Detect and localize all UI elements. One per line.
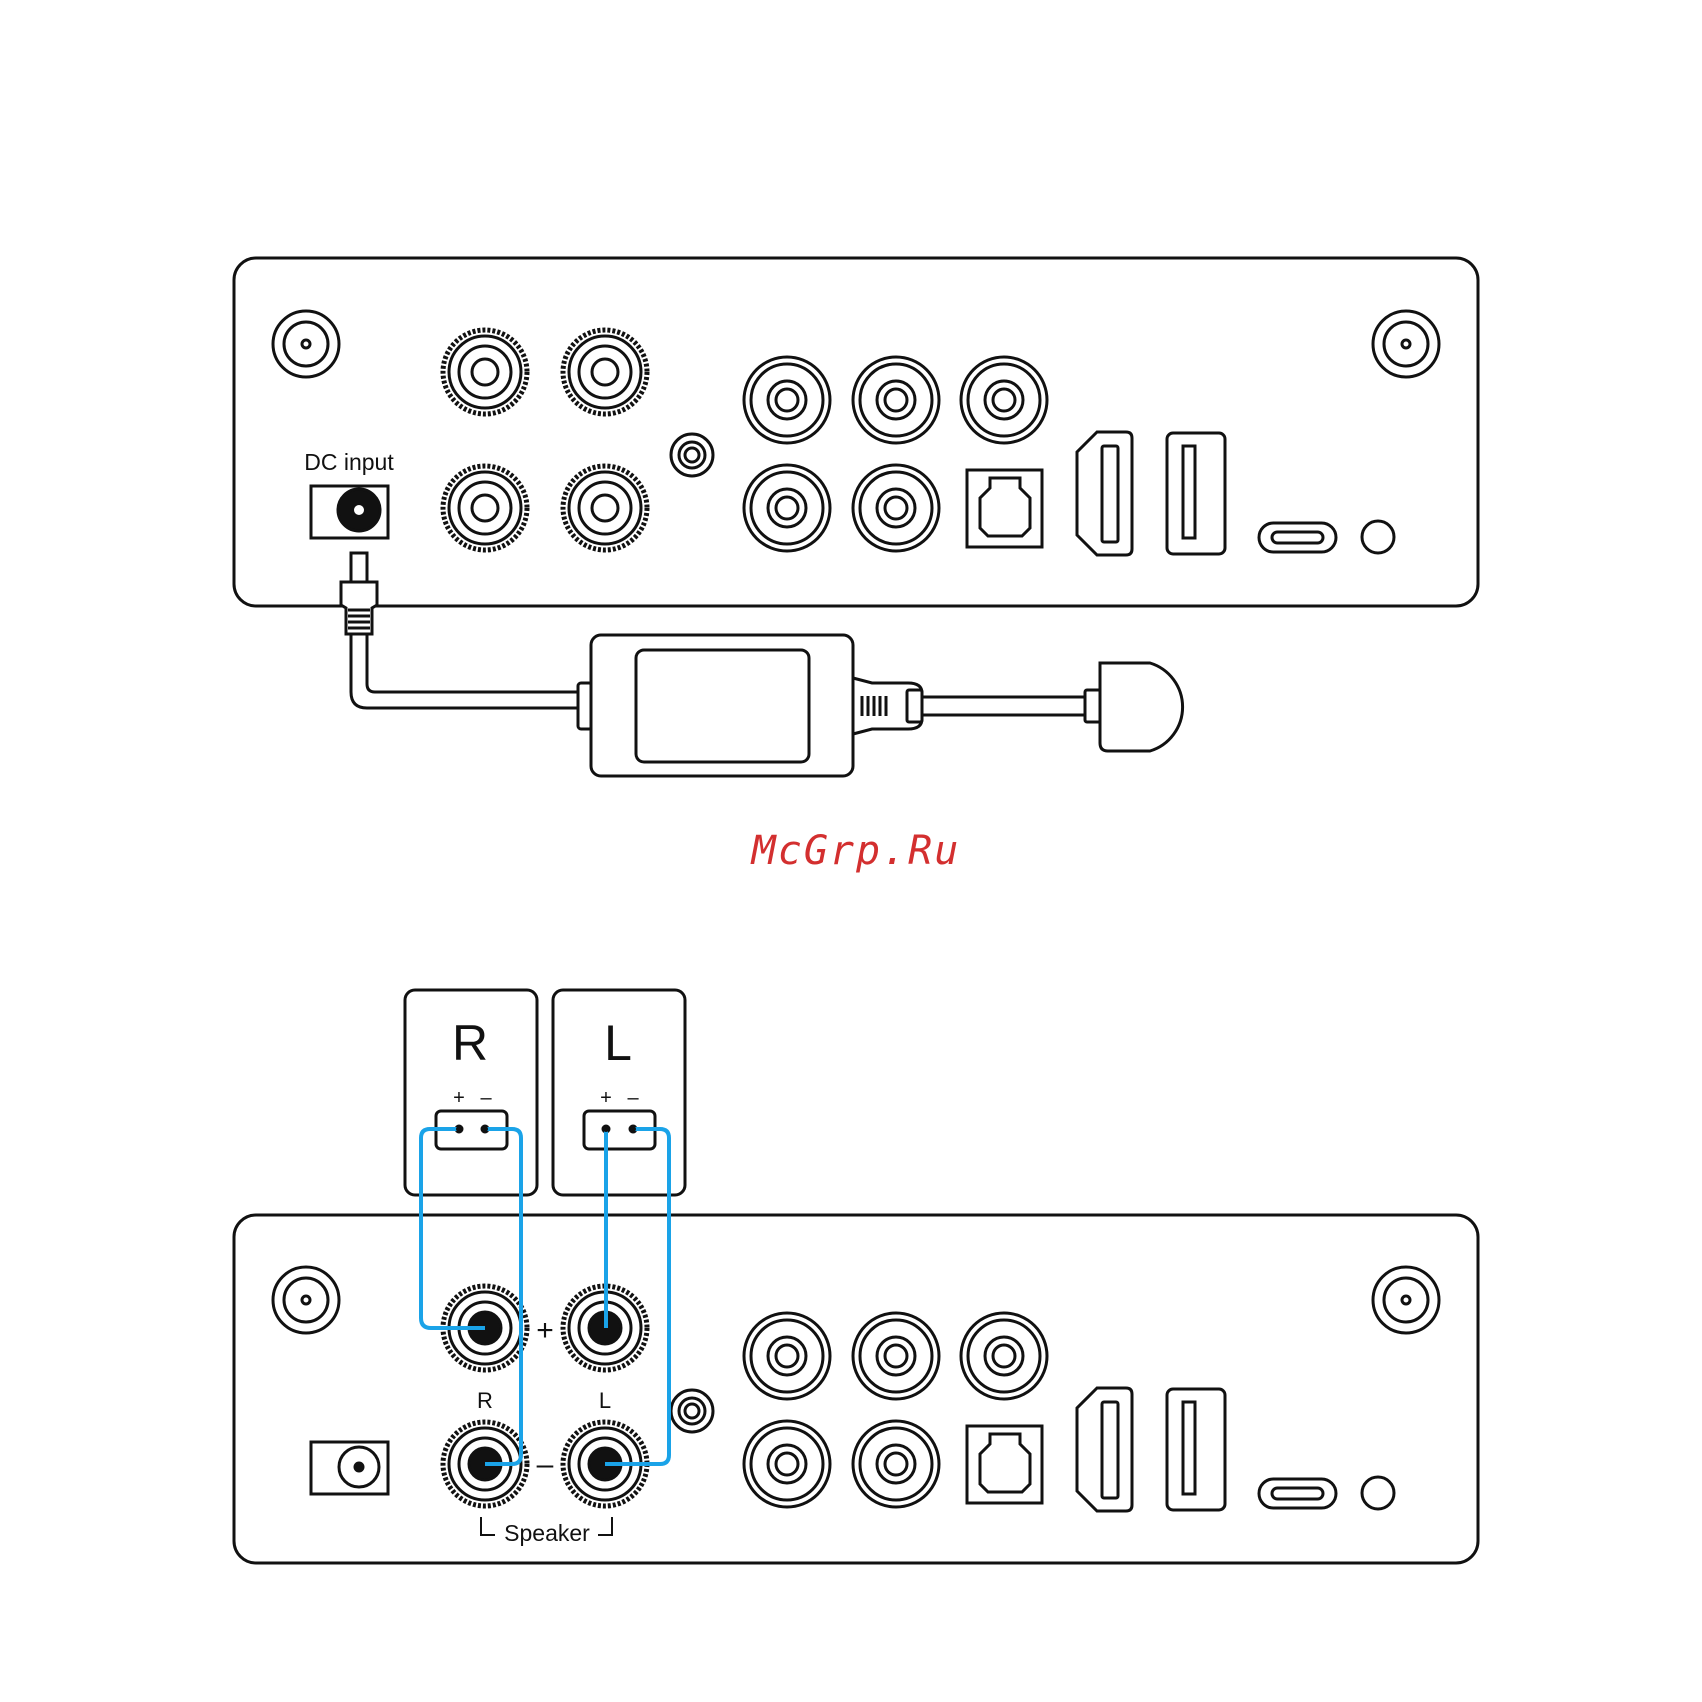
rca-jack-row1-3 xyxy=(961,357,1047,443)
channel-r-label: R xyxy=(477,1388,493,1413)
hdmi-port xyxy=(1077,432,1132,555)
dc-input-jack xyxy=(311,486,388,538)
usb-c-port xyxy=(1259,523,1336,552)
terminal-plus-label: + xyxy=(536,1314,554,1347)
dc-plug-icon xyxy=(341,553,377,634)
watermark-text: McGrp.Ru xyxy=(750,828,961,874)
speaker-right-minus: – xyxy=(480,1087,492,1109)
speaker-terminal-r-minus xyxy=(443,466,527,550)
ground-screw xyxy=(671,434,713,476)
dc-cable xyxy=(351,635,580,708)
rca-jack-row1-1 xyxy=(744,357,830,443)
speaker-outputs-label: Speaker xyxy=(504,1520,590,1546)
speaker-right-plus: + xyxy=(453,1087,465,1109)
speaker-left-letter: L xyxy=(604,1015,632,1071)
channel-l-label: L xyxy=(599,1388,611,1413)
dc-input-label: DC input xyxy=(304,449,394,475)
top-device-rear-panel xyxy=(234,258,1478,606)
power-adapter-assembly xyxy=(341,553,1183,776)
optical-port xyxy=(967,470,1042,547)
power-brick-icon xyxy=(578,635,922,776)
terminal-minus-label: – xyxy=(537,1448,554,1481)
wall-plug-icon xyxy=(1085,663,1183,751)
panel-outline xyxy=(234,258,1478,606)
speaker-terminal-l-plus xyxy=(563,330,647,414)
speaker-right-letter: R xyxy=(452,1015,488,1071)
rca-jack-row1-2 xyxy=(853,357,939,443)
mount-foot-right xyxy=(1373,311,1439,377)
speaker-left-minus: – xyxy=(627,1087,639,1109)
mains-cable xyxy=(922,697,1087,715)
status-led-hole xyxy=(1362,521,1394,553)
speaker-terminal-l-minus xyxy=(563,466,647,550)
speaker-terminal-r-plus xyxy=(443,330,527,414)
rca-jack-row2-2 xyxy=(853,465,939,551)
usb-a-port xyxy=(1167,433,1225,554)
speaker-left-plus: + xyxy=(600,1087,612,1109)
mount-foot-left xyxy=(273,311,339,377)
rca-jack-row2-1 xyxy=(744,465,830,551)
